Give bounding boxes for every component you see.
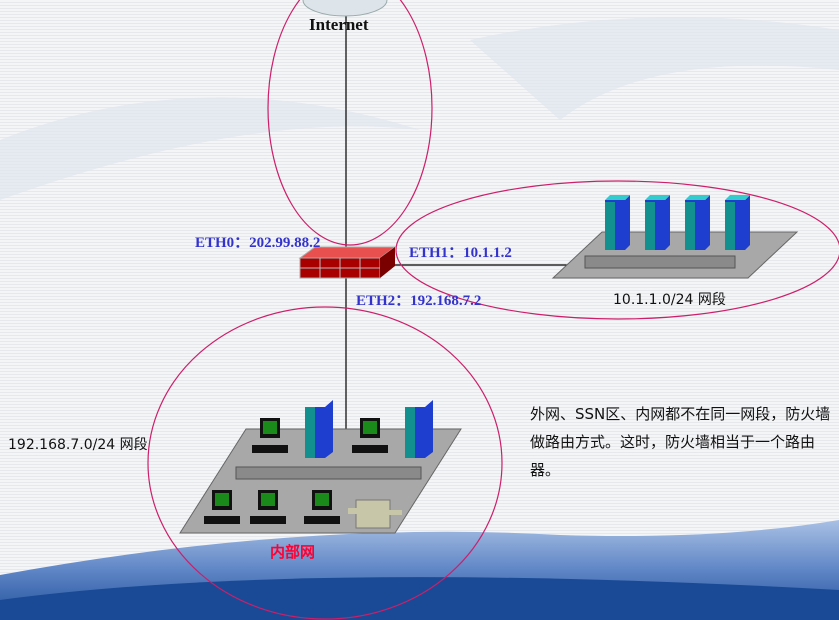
- background-swoosh: [470, 17, 839, 121]
- lan-segment: [179, 400, 462, 534]
- server-icon: [685, 195, 710, 250]
- eth1-label: ETH1：10.1.1.2: [409, 245, 512, 261]
- server-icon: [645, 195, 670, 250]
- server-icon: [605, 195, 630, 250]
- eth2-label: ETH2：192.168.7.2: [356, 293, 482, 309]
- eth0-label: ETH0：202.99.88.2: [195, 235, 321, 251]
- workstation-icon: [252, 418, 288, 453]
- background-wave: [0, 577, 839, 620]
- server-icon: [725, 195, 750, 250]
- background-swoosh: [0, 97, 420, 200]
- firewall-icon: [298, 246, 397, 279]
- workstation-icon: [204, 490, 240, 524]
- dmz-subnet-label: 10.1.1.0/24 网段: [613, 292, 726, 308]
- switch-icon: [584, 255, 736, 269]
- server-icon: [305, 400, 333, 458]
- lan-label: 内部网: [270, 543, 316, 561]
- workstation-icon: [304, 490, 340, 524]
- switch-icon: [235, 466, 422, 480]
- internet-zone-ellipse: [267, 0, 433, 246]
- internet-label: Internet: [309, 15, 369, 34]
- dmz-segment: [551, 195, 799, 279]
- internet-globe-icon: [302, 0, 388, 17]
- description-note: 外网、SSN区、内网都不在同一网段，防火墙做路由方式。这时，防火墙相当于一个路由…: [530, 405, 831, 479]
- workstation-icon: [352, 418, 388, 453]
- workstation-icon: [250, 490, 286, 524]
- lan-subnet-label: 192.168.7.0/24 网段: [8, 437, 148, 453]
- lan-zone-ellipse: [147, 306, 503, 620]
- printer-icon: [348, 499, 402, 529]
- dmz-zone-ellipse: [395, 180, 839, 320]
- server-icon: [405, 400, 433, 458]
